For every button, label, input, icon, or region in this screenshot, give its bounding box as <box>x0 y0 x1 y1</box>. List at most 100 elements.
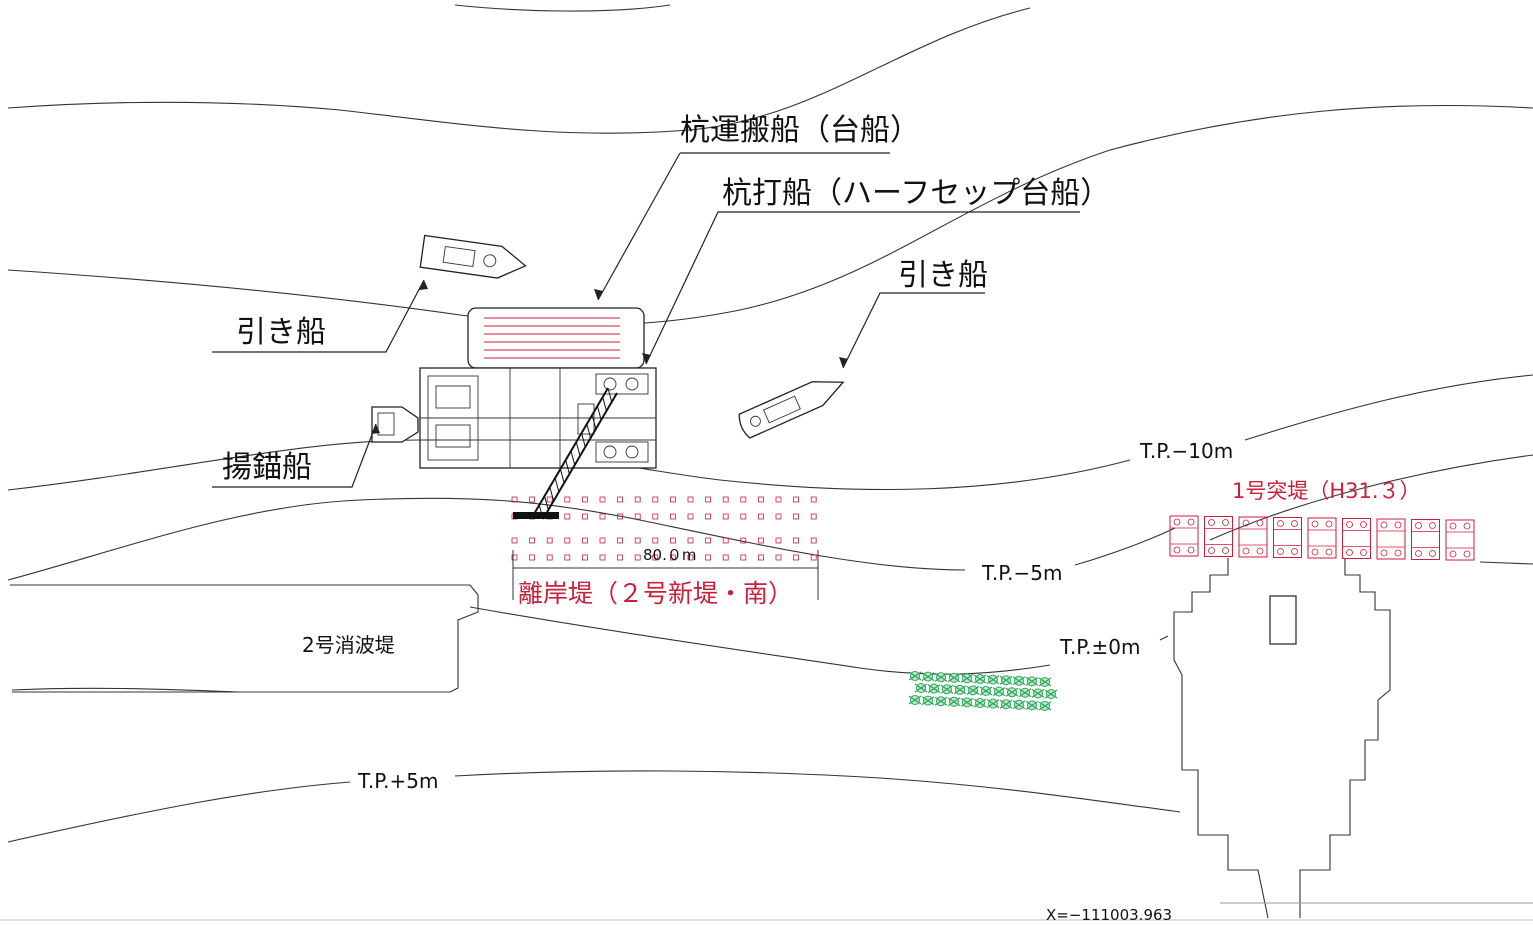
tetrapod-block <box>973 698 987 708</box>
pile-marker <box>546 537 553 544</box>
label-breakwater-2: 2号消波堤 <box>302 633 395 657</box>
pile-marker <box>617 554 623 561</box>
pile-marker <box>582 513 588 520</box>
pile-marker <box>793 496 799 503</box>
pile-marker <box>634 496 641 503</box>
boom-strut <box>570 450 576 466</box>
boom-strut <box>586 423 592 439</box>
pile-marker <box>740 537 747 544</box>
tetrapod-block <box>979 686 993 696</box>
pile-marker <box>705 537 711 544</box>
tetrapod-block <box>940 684 954 695</box>
tetrapod-block <box>1025 676 1039 687</box>
tetrapod-block <box>908 671 922 681</box>
pile-marker <box>652 496 659 503</box>
pile-driver-barge <box>419 367 657 469</box>
tetrapod-block <box>934 672 948 683</box>
pile-marker <box>546 554 553 561</box>
pile-marker <box>599 554 606 561</box>
tetrapod-block <box>947 672 961 683</box>
pile-marker <box>634 513 641 520</box>
tetrapod-block <box>1012 675 1026 686</box>
pile-marker <box>687 537 694 544</box>
pile-marker <box>740 496 747 503</box>
jetty-1-building <box>1269 595 1297 645</box>
pile-marker <box>775 554 782 561</box>
pile-marker <box>529 554 535 561</box>
pile-marker <box>793 537 799 544</box>
leader-lines <box>212 152 1080 488</box>
pile-marker <box>670 537 676 544</box>
pile-marker <box>775 496 782 503</box>
tetrapod-block <box>953 684 967 695</box>
label-pile-driver: 杭打船（ハーフセップ台船） <box>722 176 1110 211</box>
label-jetty-1: 1号突堤（H31.３） <box>1232 479 1421 503</box>
pile-marker <box>652 513 659 520</box>
label-tp-minus5: T.P.−5m <box>981 561 1062 585</box>
pile-marker <box>810 496 817 503</box>
pile-marker <box>775 513 782 520</box>
tetrapod-block <box>960 673 974 684</box>
pile-marker <box>722 537 729 544</box>
pile-marker <box>599 513 606 520</box>
pile-marker <box>722 554 729 561</box>
pile-marker <box>511 496 518 503</box>
tetrapod-block <box>914 683 928 693</box>
pile-marker <box>758 513 764 520</box>
contour-line-minus5-b <box>1209 454 1533 541</box>
label-coordinate: X=−111003.963 <box>1046 906 1172 922</box>
crane-boom <box>513 387 618 520</box>
tetrapod-block <box>934 696 948 707</box>
pile-marker <box>529 496 535 503</box>
pile-marker <box>634 537 641 544</box>
contour-line-top <box>454 4 671 12</box>
pile-marker <box>758 554 764 561</box>
boom-strut <box>549 486 555 502</box>
armour-block <box>1342 518 1371 559</box>
pile-marker <box>722 513 729 520</box>
pile-marker <box>599 537 606 544</box>
tetrapod-block <box>999 699 1013 710</box>
boom-strut <box>559 468 565 484</box>
tug-boat-left <box>419 234 527 279</box>
boom-strut <box>602 396 607 412</box>
pile-marker <box>582 537 588 544</box>
pile-marker <box>652 537 659 544</box>
wave-dissipating-blocks <box>908 671 1058 711</box>
tetrapod-block <box>960 697 974 708</box>
pile-marker <box>810 554 817 561</box>
label-anchor-boat: 揚錨船 <box>222 450 312 485</box>
pile-marker <box>670 496 676 503</box>
anchor-boat <box>371 406 419 443</box>
tetrapod-block <box>908 695 922 705</box>
pile-marker <box>511 537 518 544</box>
label-tp-minus10: T.P.−10m <box>1139 439 1233 463</box>
tetrapod-block <box>999 675 1013 686</box>
pile-marker <box>617 496 623 503</box>
barge-pile-lines <box>484 317 620 359</box>
pile-marker <box>582 496 588 503</box>
pile-marker <box>564 496 571 503</box>
label-tug-right: 引き船 <box>898 258 988 293</box>
pile-marker <box>529 537 535 544</box>
pile-marker <box>705 496 711 503</box>
tetrapod-block <box>1005 687 1019 698</box>
tetrapod-block <box>947 696 961 707</box>
contour-line-2 <box>7 104 1533 326</box>
pile-carrier-barge <box>467 307 645 369</box>
tetrapod-block <box>1031 688 1045 699</box>
contour-lines <box>7 4 1533 843</box>
tetrapod-block <box>1038 677 1052 687</box>
boom-strut <box>554 477 560 493</box>
label-dimension: 80.０m <box>643 546 696 564</box>
contour-line-1 <box>7 7 1031 134</box>
pile-marker <box>511 554 518 561</box>
boom-strut <box>591 414 597 430</box>
armour-block <box>1169 515 1199 557</box>
tug-boat-right <box>738 381 845 439</box>
boom-strut <box>565 459 570 475</box>
armour-block <box>1445 519 1475 561</box>
label-tug-left: 引き船 <box>236 315 326 350</box>
